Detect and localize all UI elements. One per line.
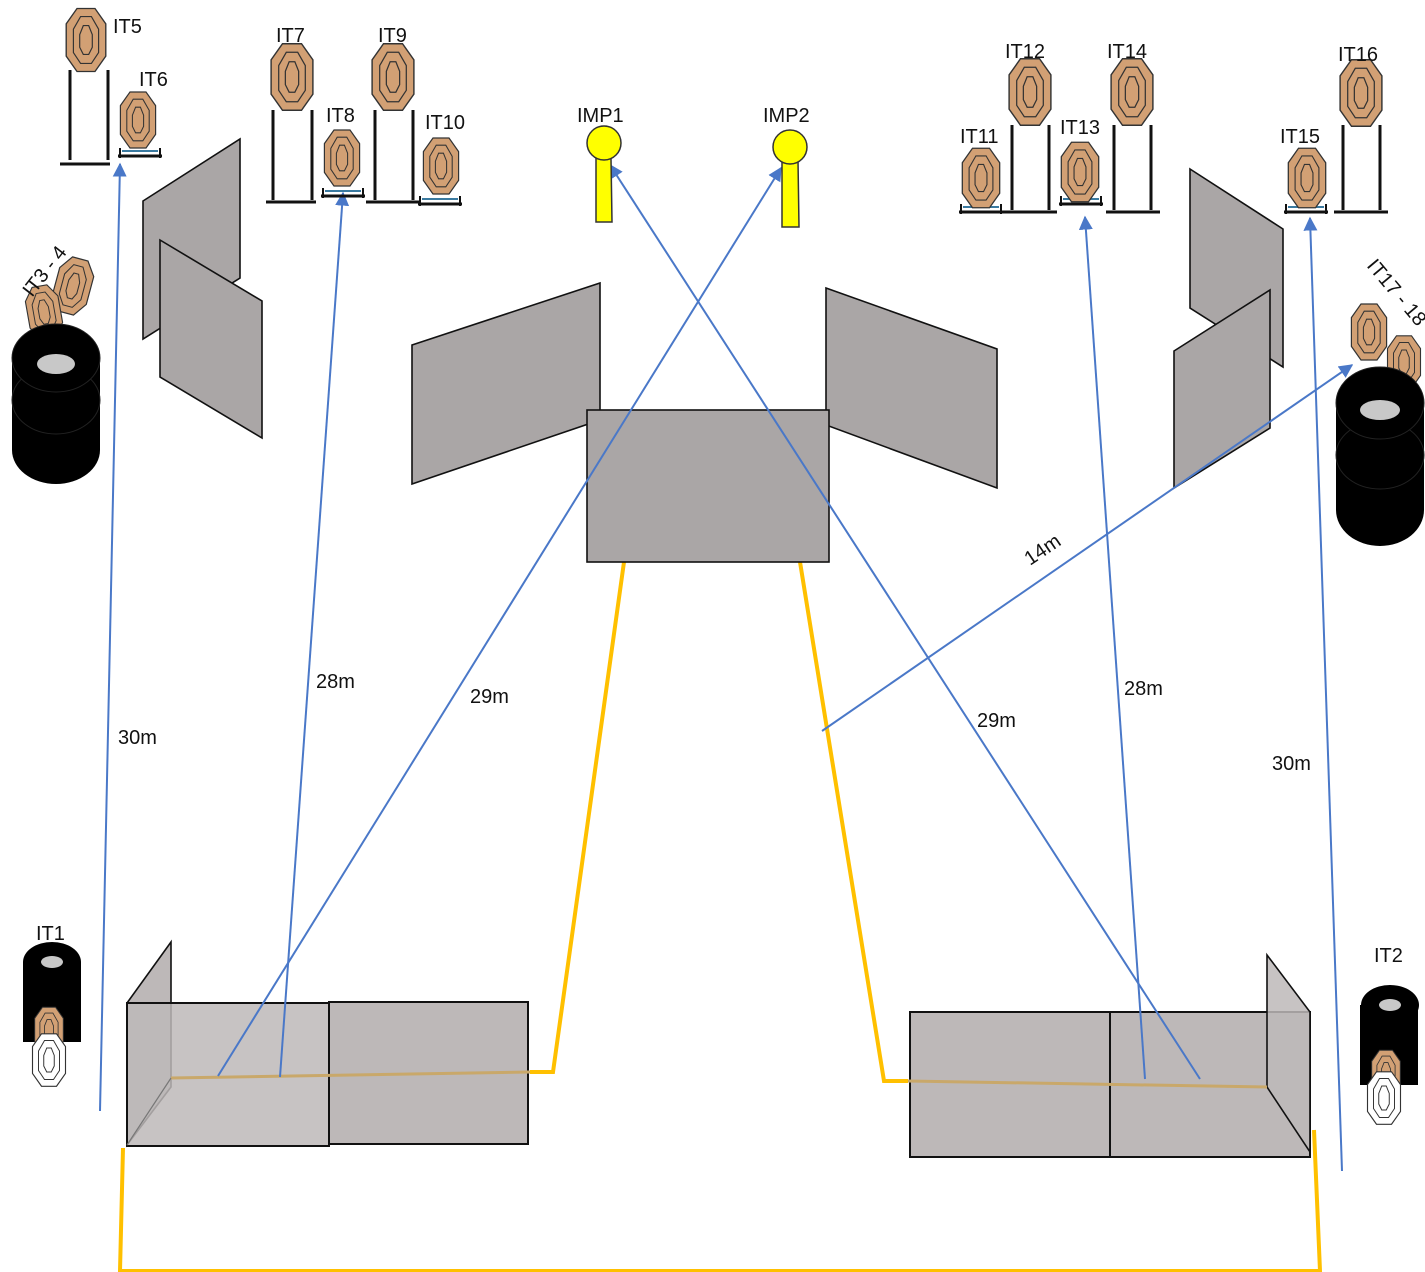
distance-label-28m-right: 28m <box>1124 678 1163 700</box>
popper-imp1 <box>586 125 622 223</box>
right-shooting-box <box>907 952 1311 1158</box>
target-it10 <box>422 137 460 195</box>
target-it6 <box>119 91 157 149</box>
distance-label-30m-right: 30m <box>1272 753 1311 775</box>
label-it8: IT8 <box>326 105 355 127</box>
target-it14 <box>1110 58 1154 126</box>
label-it2: IT2 <box>1374 945 1403 967</box>
tyre-stack-it2 <box>1360 985 1419 1125</box>
label-it12: IT12 <box>1005 41 1045 63</box>
stand-it6 <box>116 146 164 160</box>
tall-stand-it12 <box>1003 125 1057 214</box>
tall-stand-it9 <box>366 110 420 204</box>
sight-line-imp2 <box>217 166 782 1077</box>
sight-line-it17-18 <box>821 364 1354 732</box>
tall-stand-it16 <box>1334 125 1388 214</box>
label-it15: IT15 <box>1280 126 1320 148</box>
popper-imp2 <box>772 129 808 228</box>
left-shooting-box <box>126 939 531 1148</box>
label-imp1: IMP1 <box>577 105 624 127</box>
centre-wing-wall-right <box>825 286 998 490</box>
target-it9 <box>371 43 415 111</box>
centre-wall <box>586 409 830 563</box>
tall-stand-it7 <box>266 110 316 204</box>
label-it9: IT9 <box>378 25 407 47</box>
label-it5: IT5 <box>113 16 142 38</box>
label-it14: IT14 <box>1107 41 1147 63</box>
top-right-wall-front <box>1173 288 1271 490</box>
label-it11: IT11 <box>960 126 999 148</box>
tyre-stack-it3-4 <box>11 253 101 484</box>
target-it15 <box>1287 147 1327 209</box>
centre-wing-wall-left <box>411 281 601 486</box>
distance-label-29m-left: 29m <box>470 686 509 708</box>
label-it7: IT7 <box>276 25 305 47</box>
sight-line-it5-it6 <box>99 162 127 1112</box>
sight-line-it7-it8 <box>279 191 350 1078</box>
distance-label-14m: 14m <box>1020 530 1065 570</box>
fault-line-right-lane <box>798 561 908 1083</box>
stand-it10 <box>416 194 464 208</box>
target-it8 <box>323 129 361 187</box>
target-it11 <box>961 147 1001 209</box>
label-it1: IT1 <box>36 923 65 945</box>
target-it16 <box>1339 59 1383 127</box>
target-it5 <box>65 7 107 73</box>
tyre-stack-it1 <box>23 942 81 1087</box>
label-it6: IT6 <box>139 69 168 91</box>
sight-line-it13 <box>1078 215 1146 1080</box>
label-it16: IT16 <box>1338 44 1378 66</box>
distance-label-30m-left: 30m <box>118 727 157 749</box>
top-left-wall-front <box>159 238 263 440</box>
label-it13: IT13 <box>1060 117 1100 139</box>
target-it12 <box>1008 58 1052 126</box>
distance-label-28m-left: 28m <box>316 671 355 693</box>
sight-line-imp1 <box>609 163 1201 1080</box>
tall-stand-it14 <box>1106 125 1160 214</box>
sight-line-it15-it16 <box>1303 216 1343 1172</box>
label-it10: IT10 <box>425 112 465 134</box>
tyre-stack-it17-18 <box>1335 303 1425 546</box>
distance-label-29m-right: 29m <box>977 710 1016 732</box>
target-it13 <box>1060 141 1100 203</box>
fault-line-left-lane <box>530 561 626 1074</box>
target-it7 <box>270 43 314 111</box>
label-imp2: IMP2 <box>763 105 810 127</box>
tall-stand-it5 <box>60 70 110 166</box>
fault-line-outer <box>117 1129 1323 1272</box>
